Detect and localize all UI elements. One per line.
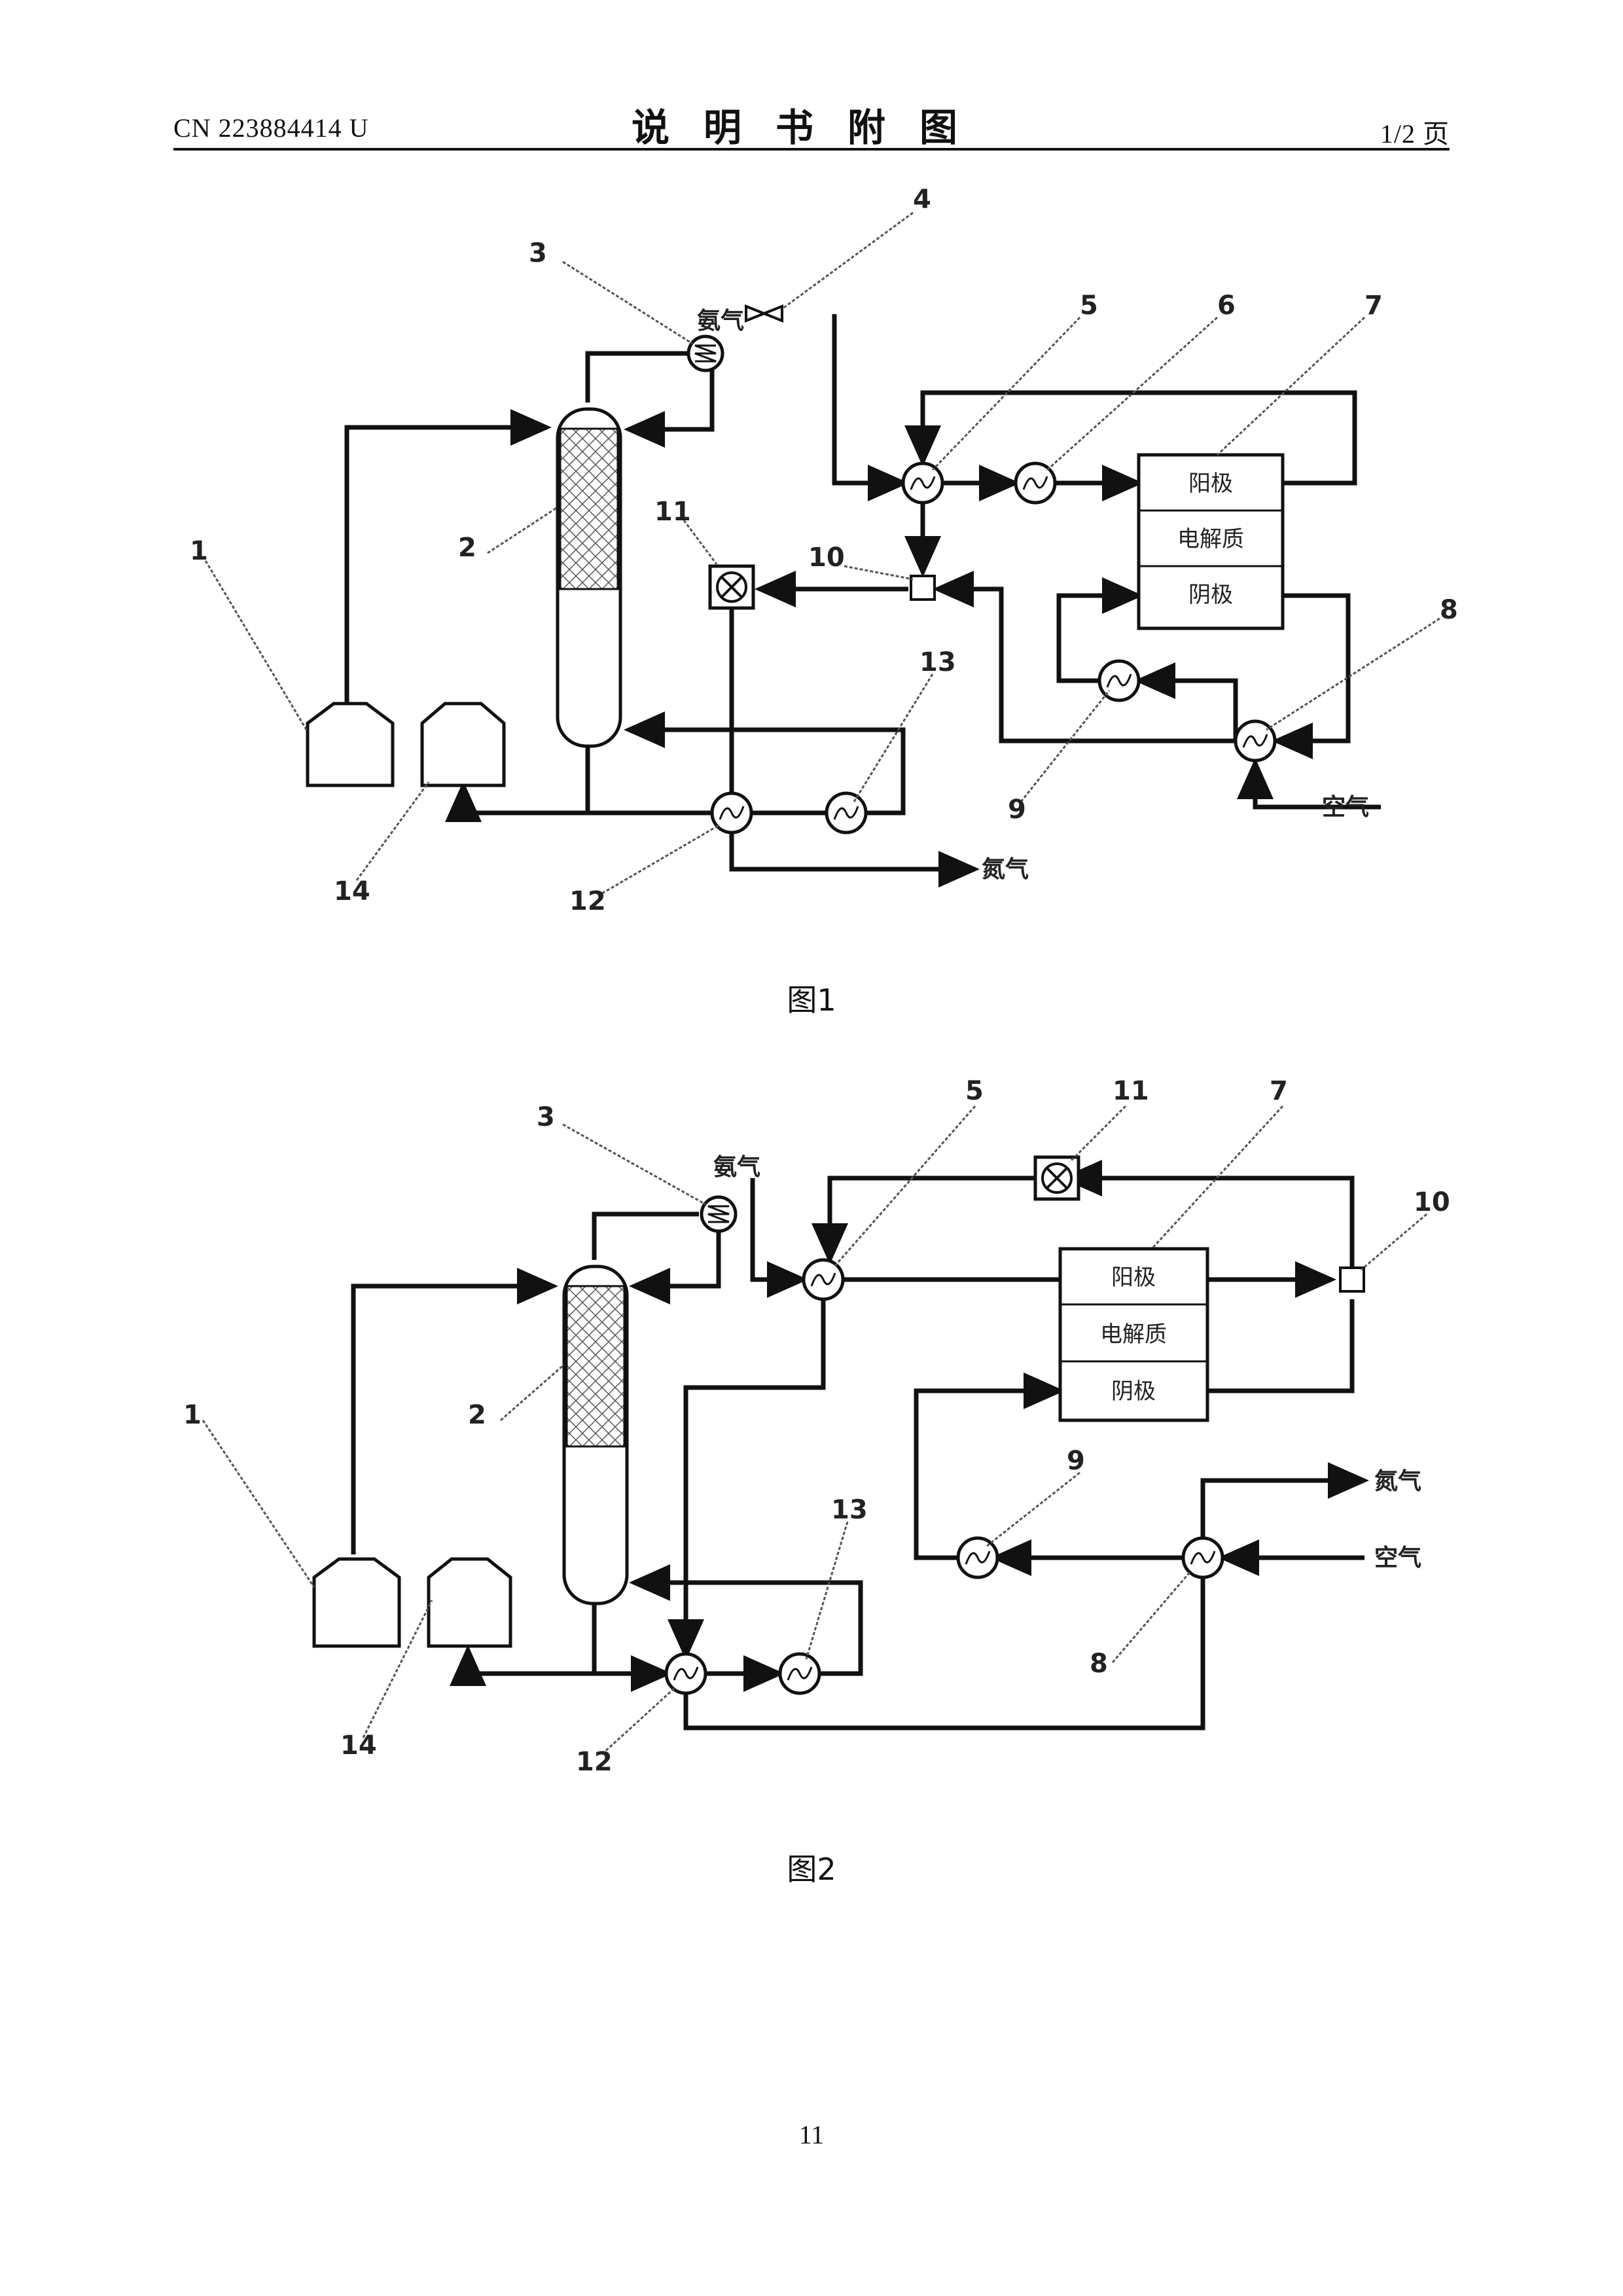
label-2: 2 (458, 533, 476, 563)
cell-electrolyte-label: 电解质 (1177, 526, 1244, 552)
svg-text:阴极: 阴极 (1111, 1378, 1156, 1405)
page-number: 11 (0, 2119, 1623, 2150)
stream-air-label: 空气 (1322, 794, 1369, 821)
line-bottoms (588, 746, 713, 813)
label-14: 14 (334, 876, 370, 906)
stream-ammonia-label: 氨气 (697, 308, 744, 334)
figure-2-diagram: 阳极 电解质 阴极 1 2 3 5 7 8 9 10 11 12 13 14 氨… (0, 1047, 1623, 1820)
line-reflux (628, 363, 712, 429)
stream-exhaust-label-2: 氮气 (1374, 1468, 1421, 1495)
svg-text:14: 14 (340, 1731, 377, 1761)
label-7: 7 (1364, 291, 1383, 321)
stream-air-label-2: 空气 (1374, 1545, 1421, 1571)
line-to-tank14 (463, 785, 588, 813)
header-rule (173, 148, 1450, 151)
svg-text:2: 2 (468, 1400, 486, 1430)
line-8-9 (1139, 681, 1236, 741)
figure-2-caption: 图2 (0, 1846, 1623, 1889)
label-8: 8 (1440, 595, 1458, 625)
svg-text:8: 8 (1090, 1649, 1108, 1679)
svg-text:11: 11 (1113, 1076, 1149, 1106)
svg-text:阳极: 阳极 (1111, 1265, 1156, 1291)
svg-text:9: 9 (1067, 1446, 1085, 1476)
label-4: 4 (913, 185, 931, 215)
cell-anode-label: 阳极 (1188, 471, 1233, 497)
label-11: 11 (654, 497, 691, 527)
stream-ammonia-label-2: 氨气 (713, 1154, 760, 1181)
figure-1-diagram: 阳极 电解质 阴极 1 2 3 4 5 6 7 8 9 10 11 12 13 … (0, 170, 1623, 969)
label-13: 13 (919, 647, 956, 677)
label-6: 6 (1217, 291, 1236, 321)
line-exhaust (732, 833, 975, 869)
label-9: 9 (1008, 795, 1026, 825)
tank-1 (308, 704, 393, 785)
svg-text:10: 10 (1414, 1187, 1450, 1217)
label-12: 12 (569, 886, 606, 916)
svg-text:5: 5 (965, 1076, 984, 1106)
column-packing (560, 429, 618, 589)
fuel-cell-7-fig2: 阳极 电解质 阴极 (1060, 1249, 1207, 1420)
splitter-10 (911, 576, 935, 600)
svg-text:3: 3 (537, 1102, 555, 1132)
stream-exhaust-label: 氮气 (982, 856, 1029, 883)
figure-1-caption: 图1 (0, 977, 1623, 1020)
label-1: 1 (190, 536, 208, 566)
line-overhead (588, 353, 687, 403)
label-10: 10 (808, 543, 845, 573)
svg-text:1: 1 (183, 1400, 202, 1430)
label-5: 5 (1080, 291, 1098, 321)
line-feed (347, 427, 547, 710)
tank-14 (422, 704, 504, 785)
svg-text:电解质: 电解质 (1100, 1321, 1167, 1348)
cell-cathode-label: 阴极 (1188, 582, 1233, 608)
fuel-cell-7: 阳极 电解质 阴极 (1139, 455, 1283, 628)
svg-text:13: 13 (831, 1495, 868, 1525)
svg-text:12: 12 (576, 1747, 613, 1777)
line-cathode-out (1276, 596, 1348, 741)
page-counter: 1/2 页 (1380, 113, 1450, 151)
valve-4 (746, 306, 782, 321)
line-ammonia-in (834, 314, 904, 483)
label-3: 3 (529, 238, 547, 268)
svg-text:7: 7 (1270, 1076, 1288, 1106)
